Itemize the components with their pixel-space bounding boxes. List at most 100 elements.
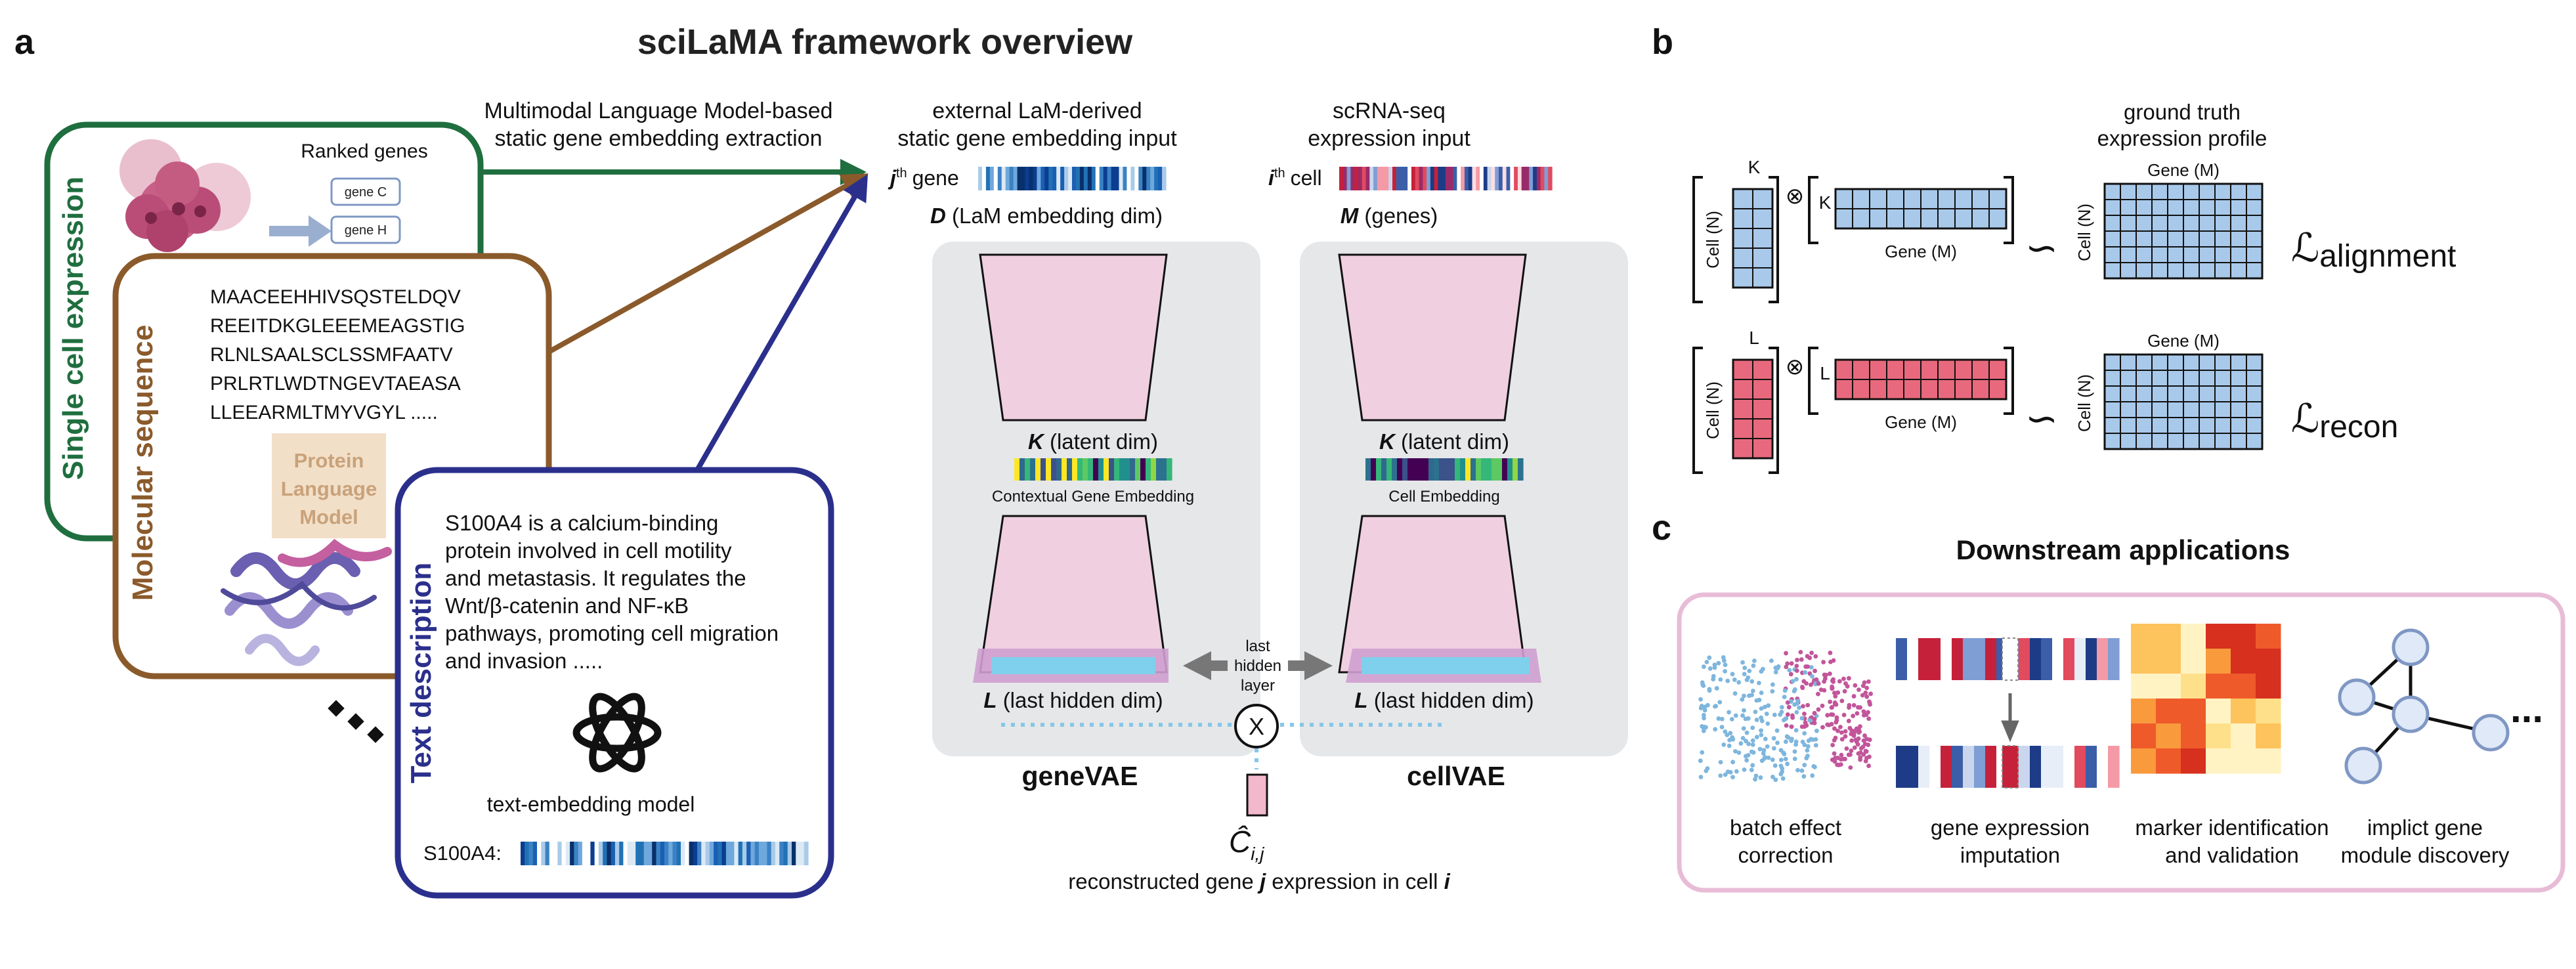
product-circle: [1234, 704, 1279, 748]
imputation-down-arrow: [2001, 693, 2019, 743]
plm-line-1: Protein: [294, 449, 364, 472]
single-cell-label: Single cell expression: [57, 177, 89, 480]
app-1-line-1: batch effect: [1730, 815, 1841, 840]
lam-dim-label: D (LaM embedding dim): [930, 204, 1163, 228]
genes-dim-label: M (genes): [1341, 204, 1438, 228]
desc-line-5: pathways, promoting cell migration: [445, 621, 779, 645]
last-hidden-line-2: hidden: [1234, 657, 1281, 675]
marker-heatmap: [2131, 624, 2281, 774]
desc-line-4: Wnt/β-catenin and NF-κB: [445, 593, 689, 618]
ground-truth-line-1: ground truth: [2124, 100, 2241, 124]
contextual-gene-embedding-label: Contextual Gene Embedding: [992, 488, 1194, 506]
s100a4-prefix: S100A4:: [423, 842, 502, 865]
app-1-line-2: correction: [1738, 843, 1834, 867]
batch-correction-scatter: [1698, 649, 1874, 783]
last-hidden-line-3: layer: [1241, 677, 1275, 695]
c-hat-label: Ĉi,j: [1229, 825, 1264, 864]
product-dotted-line: [1001, 723, 1448, 769]
app-3-line-2: and validation: [2165, 843, 2299, 867]
desc-line-2: protein involved in cell motility: [445, 538, 732, 563]
gene-h-text: gene H: [345, 223, 387, 238]
svg-text:∽: ∽: [2025, 397, 2058, 441]
svg-text:K: K: [1819, 192, 1832, 213]
svg-text:ℒalignment: ℒalignment: [2291, 226, 2456, 274]
gene-h-tag: [330, 215, 401, 244]
panel-label-a: a: [14, 22, 35, 62]
svg-text:Cell (N): Cell (N): [2074, 204, 2094, 261]
cell-cluster-icon: [119, 139, 251, 252]
svg-text:⊗: ⊗: [1786, 355, 1805, 379]
text-description-card: Text description S100A4 is a calcium-bin…: [395, 467, 834, 899]
cell-vae-block: K (latent dim) Cell Embedding L (last hi…: [1300, 242, 1628, 791]
panel-label-b: b: [1652, 22, 1673, 62]
cell-encoder-trapezoid: [1338, 253, 1527, 421]
product-symbol: X: [1249, 713, 1264, 740]
svg-text:L: L: [1749, 328, 1759, 348]
network-more: ...: [2510, 687, 2543, 731]
gene-module-network: [2338, 628, 2510, 785]
more-inputs-dots: [328, 700, 384, 743]
cell-latent-embedding-bar: [1365, 458, 1524, 481]
sequence-line-5: LLEEARMLTMYVGYL .....: [210, 402, 438, 423]
reconstructed-value-box: [1246, 773, 1268, 817]
svg-text:∽: ∽: [2025, 226, 2058, 270]
cell-input-header-2: expression input: [1308, 126, 1470, 151]
desc-line-3: and metastasis. It regulates the: [445, 566, 746, 590]
text-embedding-model-label: text-embedding model: [487, 792, 695, 816]
svg-text:ℒrecon: ℒrecon: [2291, 397, 2398, 444]
svg-text:Gene (M): Gene (M): [2147, 160, 2220, 180]
s100a4-embedding-bar: [521, 842, 809, 865]
gene-vae-block: K (latent dim) Contextual Gene Embedding…: [932, 242, 1260, 791]
gene-c-text: gene C: [345, 185, 387, 200]
loss-diagram: K Cell (N) ⊗ K Gene (M) ∽ Gene (M) Cell (N) ℒali…: [1692, 157, 2456, 474]
gene-latent-embedding-bar: [1014, 458, 1172, 481]
extraction-line-1: Multimodal Language Model-based: [484, 98, 832, 123]
app-2-line-2: imputation: [1960, 843, 2060, 867]
app-4-line-2: module discovery: [2341, 843, 2510, 867]
figure-title: sciLaMA framework overview: [637, 22, 1133, 62]
sequence-line-1: MAACEEHHIVSQSTELDQV: [210, 286, 461, 308]
reconstruction-caption: reconstructed gene j expression in cell …: [1068, 869, 1450, 894]
svg-text:Cell (N): Cell (N): [1703, 381, 1723, 439]
svg-text:Cell (N): Cell (N): [2074, 374, 2094, 432]
svg-text:Gene (M): Gene (M): [1885, 242, 1957, 261]
last-hidden-line-1: last: [1245, 637, 1270, 655]
ground-truth-line-2: expression profile: [2097, 126, 2267, 150]
gene-input-header-1: external LaM-derived: [932, 98, 1142, 123]
svg-text:Gene (M): Gene (M): [1885, 412, 1957, 432]
text-description-label: Text description: [405, 563, 437, 784]
gene-input-header-2: static gene embedding input: [897, 126, 1177, 151]
sequence-line-3: RLNLSAALSCLSSMFAATV: [210, 344, 453, 366]
gene-latent-label: K (latent dim): [1028, 429, 1158, 454]
openai-logo-icon: [572, 693, 662, 773]
ranked-genes-label: Ranked genes: [301, 140, 427, 162]
protein-lm-box: [272, 433, 386, 538]
svg-text:L: L: [1820, 363, 1830, 383]
cell-hidden-label: L (last hidden dim): [1354, 688, 1534, 712]
plm-line-2: Language: [281, 477, 377, 500]
svg-text:⊗: ⊗: [1786, 184, 1805, 209]
imputation-bars: [1896, 637, 2120, 788]
desc-line-1: S100A4 is a calcium-binding: [445, 511, 718, 535]
navy-arrow: [695, 174, 868, 471]
cell-embedding-label: Cell Embedding: [1388, 488, 1499, 506]
svg-text:K: K: [1748, 157, 1761, 177]
extraction-line-2: static gene embedding extraction: [495, 126, 823, 151]
gene-encoder-trapezoid: [979, 253, 1168, 421]
cell-latent-label: K (latent dim): [1379, 429, 1509, 454]
gene-hidden-label: L (last hidden dim): [983, 688, 1163, 712]
desc-line-6: and invasion .....: [445, 649, 603, 673]
gene-c-tag: [330, 177, 401, 206]
app-2-line-1: gene expression: [1931, 815, 2090, 840]
cell-input-expression-bar: [1339, 167, 1553, 190]
protein-structure-icon: [221, 538, 392, 666]
downstream-title: Downstream applications: [1956, 534, 2290, 565]
sequence-line-4: PRLRTLWDTNGEVTAEASA: [210, 373, 461, 395]
app-3-line-1: marker identification: [2135, 815, 2329, 840]
svg-text:Gene (M): Gene (M): [2147, 331, 2220, 351]
molecular-label: Molecular sequence: [127, 325, 159, 601]
panel-label-c: c: [1652, 508, 1671, 548]
